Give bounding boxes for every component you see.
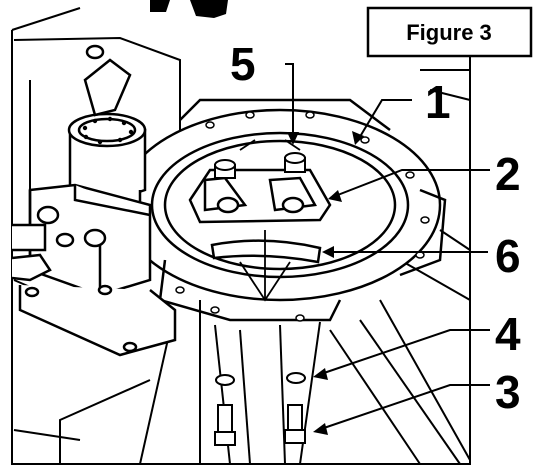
center-cone — [239, 139, 301, 302]
frame-structure — [13, 36, 471, 465]
callout-1: 1 — [425, 76, 451, 128]
lower-bolts — [214, 372, 306, 446]
clipped-title-fragment — [150, 0, 228, 18]
clamp-block — [188, 168, 332, 224]
figure-label: Figure 3 — [406, 20, 492, 45]
callout-arrowheads — [287, 131, 364, 435]
ring-bolt-holes — [175, 111, 430, 322]
callout-4: 4 — [495, 308, 521, 360]
motor-bolts — [82, 116, 134, 145]
callout-leaders — [285, 63, 490, 431]
clamp-bolts — [214, 152, 306, 179]
callout-2: 2 — [495, 148, 521, 200]
callout-3: 3 — [495, 366, 521, 418]
callout-6: 6 — [495, 230, 521, 282]
curved-pad — [210, 239, 322, 264]
callout-5: 5 — [230, 38, 256, 90]
figure-label-box: Figure 3 — [366, 6, 533, 58]
valve-block — [11, 183, 152, 297]
mounting-plate — [18, 284, 177, 357]
